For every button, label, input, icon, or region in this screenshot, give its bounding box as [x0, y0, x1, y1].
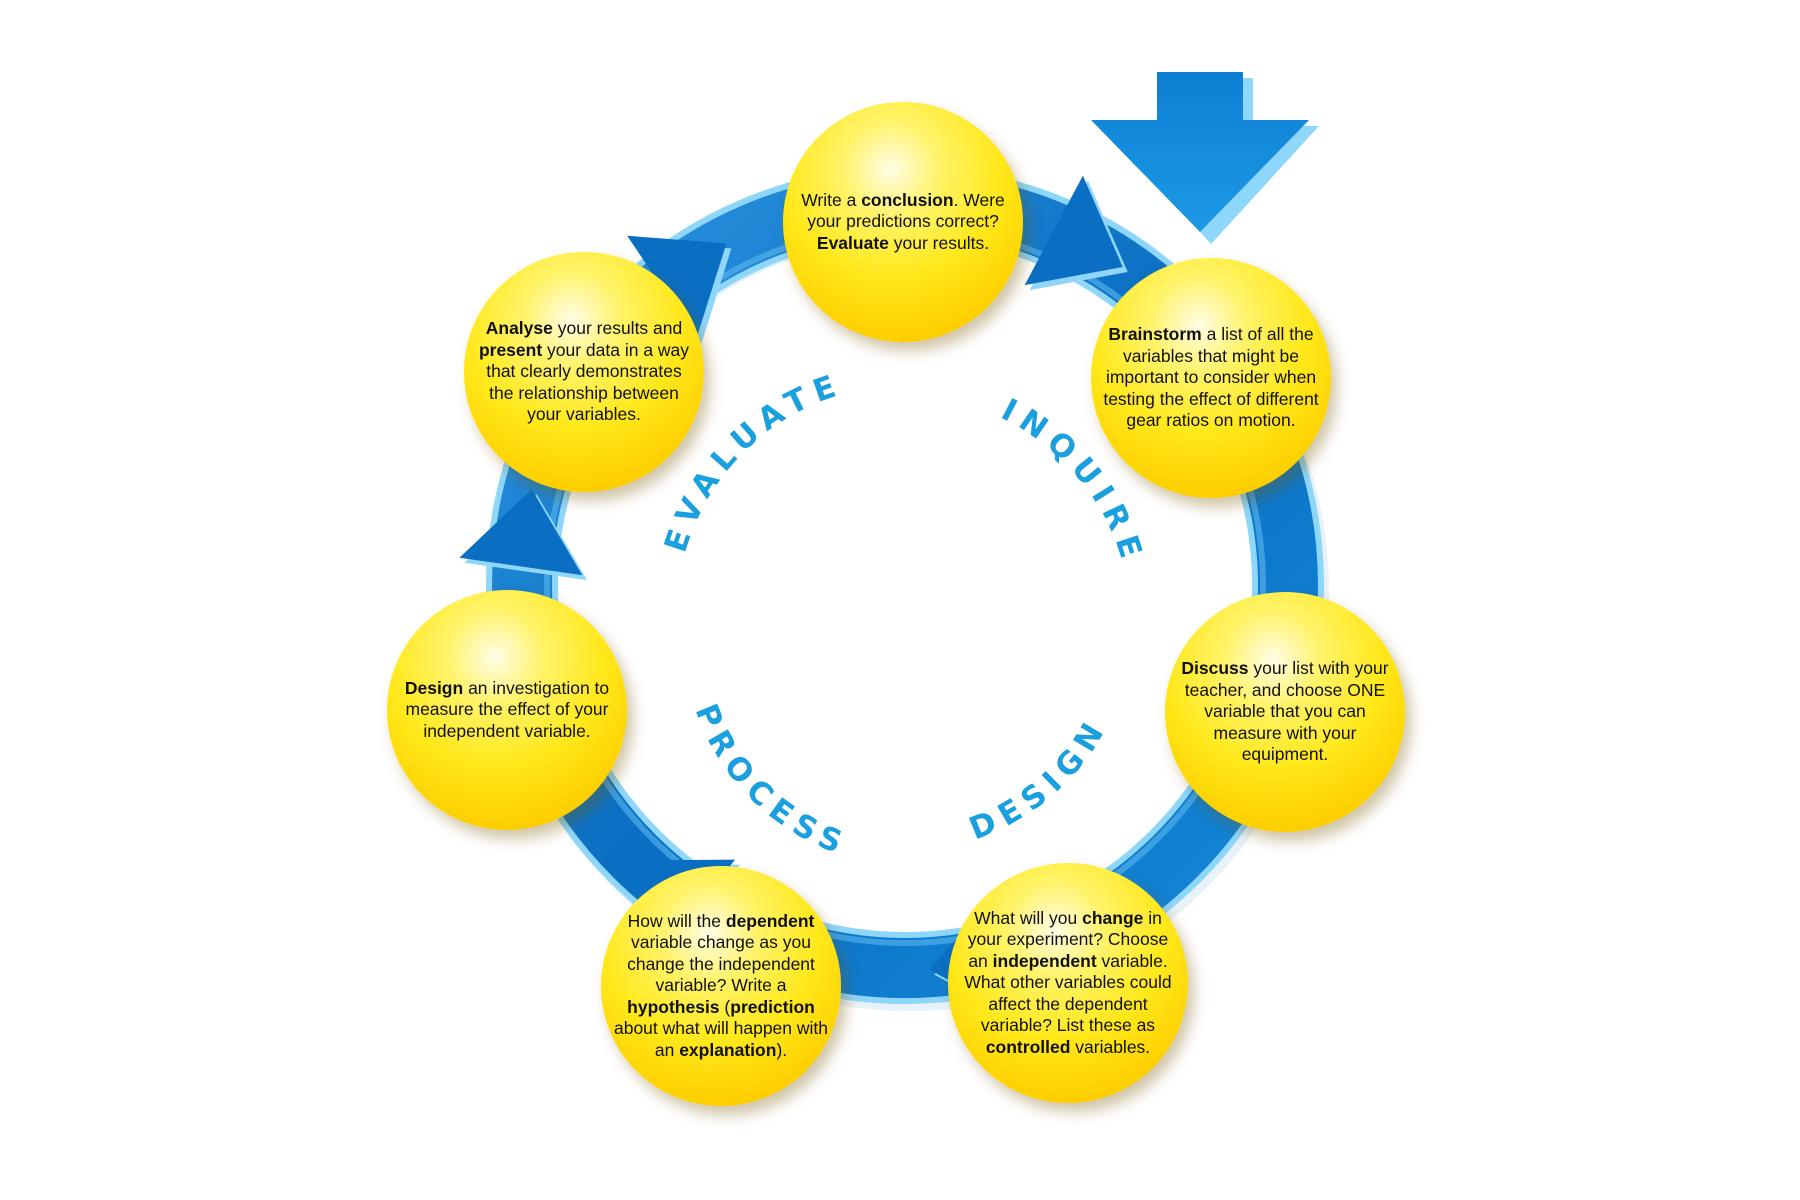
step-change-text: What will you change in your experiment?…: [964, 907, 1172, 1057]
entry-arrow: [1091, 72, 1319, 244]
step-conclusion: Write a conclusion. Were your prediction…: [783, 102, 1023, 342]
step-hypothesis: How will the dependent variable change a…: [601, 866, 841, 1106]
arrowhead-4: [459, 489, 583, 576]
step-design-text: Design an investigation to measure the e…: [404, 677, 610, 741]
step-analyse-text: Analyse your results and present your da…: [478, 318, 690, 425]
phase-label-process: PROCESS: [688, 699, 854, 864]
step-discuss: Discuss your list with your teacher, and…: [1165, 592, 1405, 832]
step-discuss-text: Discuss your list with your teacher, and…: [1181, 658, 1389, 765]
step-hypothesis-text: How will the dependent variable change a…: [613, 910, 829, 1060]
arrowhead-5: [627, 235, 727, 339]
step-brainstorm-text: Brainstorm a list of all the variables t…: [1103, 324, 1319, 431]
step-brainstorm: Brainstorm a list of all the variables t…: [1091, 258, 1331, 498]
arrowhead-0: [1024, 175, 1123, 286]
step-design: Design an investigation to measure the e…: [387, 590, 627, 830]
step-analyse: Analyse your results and present your da…: [464, 252, 704, 492]
phase-label-design: DESIGN: [964, 710, 1115, 847]
step-change: What will you change in your experiment?…: [948, 863, 1188, 1103]
step-conclusion-text: Write a conclusion. Were your prediction…: [801, 189, 1005, 253]
